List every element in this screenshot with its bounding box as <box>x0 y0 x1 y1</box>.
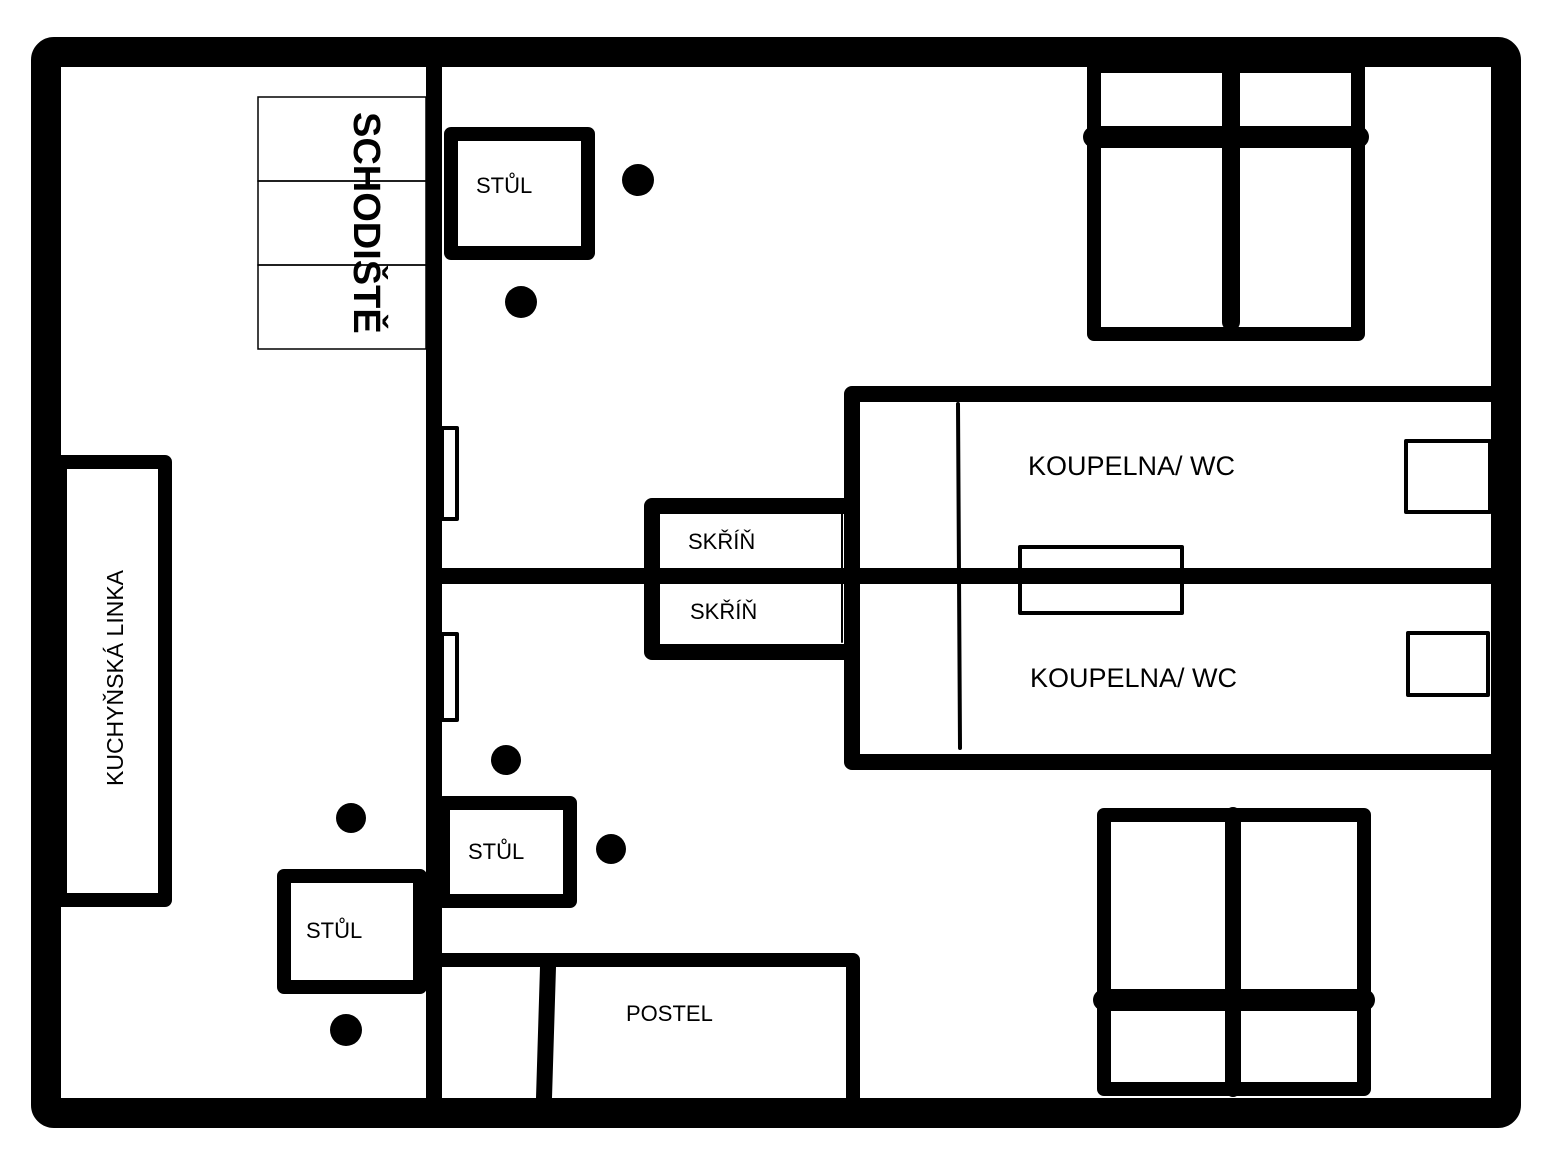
table-left <box>277 869 427 994</box>
stairs-label: SCHODIŠTĚ <box>345 112 390 334</box>
table-mid-label: STŮL <box>468 839 524 864</box>
door-lower <box>440 632 459 722</box>
toilet-top <box>1404 439 1492 514</box>
chair-dot <box>622 164 654 196</box>
chair-dot <box>596 834 626 864</box>
wardrobe-top-label: SKŘÍŇ <box>688 529 755 554</box>
table-left-label: STŮL <box>306 918 362 943</box>
chair-dot <box>491 745 521 775</box>
bed-label: POSTEL <box>626 1001 713 1026</box>
bathroom-block-wall <box>844 386 1500 770</box>
wardrobe-bottom-label: SKŘÍŇ <box>690 599 757 624</box>
bathtub-shared <box>1018 545 1184 615</box>
door-upper <box>440 426 459 521</box>
chair-dot <box>336 803 366 833</box>
table-mid <box>436 796 577 908</box>
wardrobes: SKŘÍŇ SKŘÍŇ <box>644 498 860 660</box>
kitchen-counter <box>53 455 172 907</box>
bathroom-top-label: KOUPELNA/ WC <box>1028 451 1235 481</box>
bed-upper-right <box>1083 57 1369 341</box>
outer-wall <box>31 37 1521 1128</box>
bathroom-inner-line <box>956 402 962 750</box>
chair-dot <box>330 1014 362 1046</box>
bathroom-bottom-label: KOUPELNA/ WC <box>1030 663 1237 693</box>
bed-lower-right <box>1093 807 1375 1097</box>
kitchen-label: KUCHYŇSKÁ LINKA <box>102 569 128 786</box>
chair-dot <box>505 286 537 318</box>
bed-postel: POSTEL <box>435 953 860 1106</box>
staircase: SCHODIŠTĚ <box>257 96 427 350</box>
toilet-bottom <box>1406 631 1490 697</box>
table-top <box>444 127 595 260</box>
table-top-label: STŮL <box>476 173 532 198</box>
